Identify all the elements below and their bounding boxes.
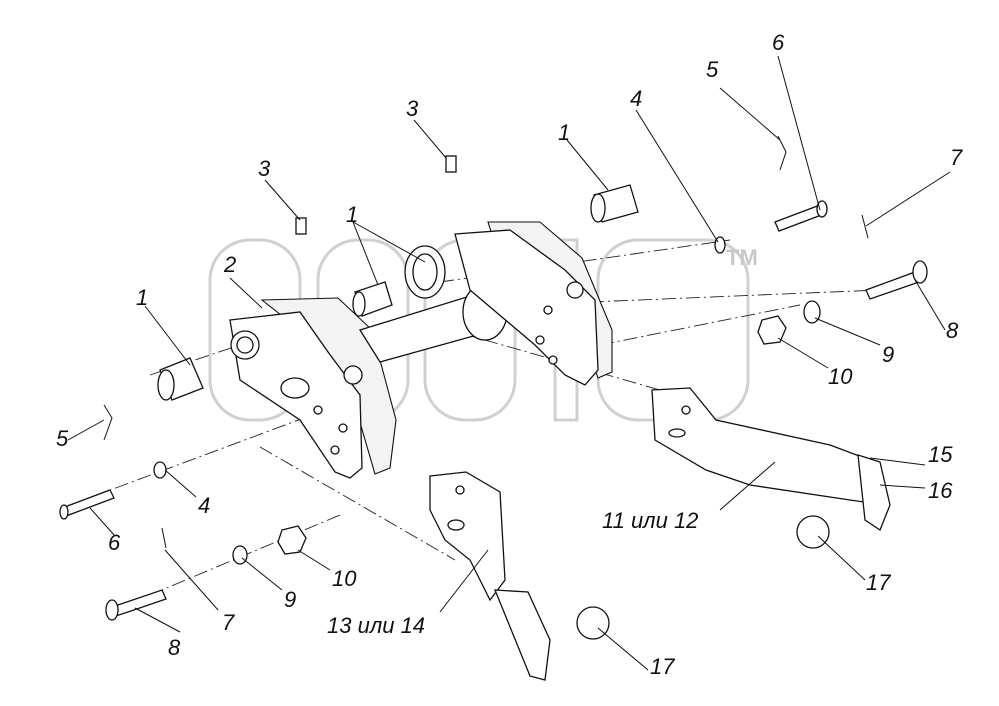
label-7a: 7 [222,610,235,635]
label-4a: 4 [198,493,210,518]
washers-and-nuts [153,236,821,565]
hitch-arm-small [429,471,551,681]
label-10a: 10 [332,566,357,591]
label-13-or-14: 13 или 14 [327,613,425,638]
label-4b: 4 [630,86,642,111]
part-labels: 1 1 1 2 3 3 4 4 5 5 6 6 7 7 8 8 9 9 10 1… [56,30,963,679]
label-10b: 10 [828,364,853,389]
bushing-parts [157,184,639,401]
bracket-plate-right [404,221,613,386]
bracket-plate-left [229,297,397,479]
label-17b: 17 [866,570,891,595]
label-15: 15 [928,442,953,467]
label-3a: 3 [258,156,271,181]
hitch-balls [576,515,830,640]
label-7b: 7 [950,145,963,170]
label-2: 2 [223,252,236,277]
label-11-or-12: 11 или 12 [602,508,698,533]
label-1b: 1 [346,202,358,227]
label-6b: 6 [772,30,785,55]
label-1c: 1 [558,120,570,145]
label-9a: 9 [284,587,296,612]
label-5b: 5 [706,57,719,82]
label-8a: 8 [168,635,181,660]
label-8b: 8 [946,318,959,343]
label-5a: 5 [56,426,69,451]
grease-fittings [295,155,457,235]
label-17a: 17 [650,654,675,679]
leader-lines [67,55,951,671]
label-6a: 6 [108,530,121,555]
watermark-tm: TM [726,245,758,270]
hitch-arm-large [651,387,891,531]
label-3b: 3 [406,96,419,121]
label-16: 16 [928,478,953,503]
assembly-axes [69,239,881,596]
label-9b: 9 [882,342,894,367]
pins-and-cotters [59,135,928,621]
label-1a: 1 [136,285,148,310]
